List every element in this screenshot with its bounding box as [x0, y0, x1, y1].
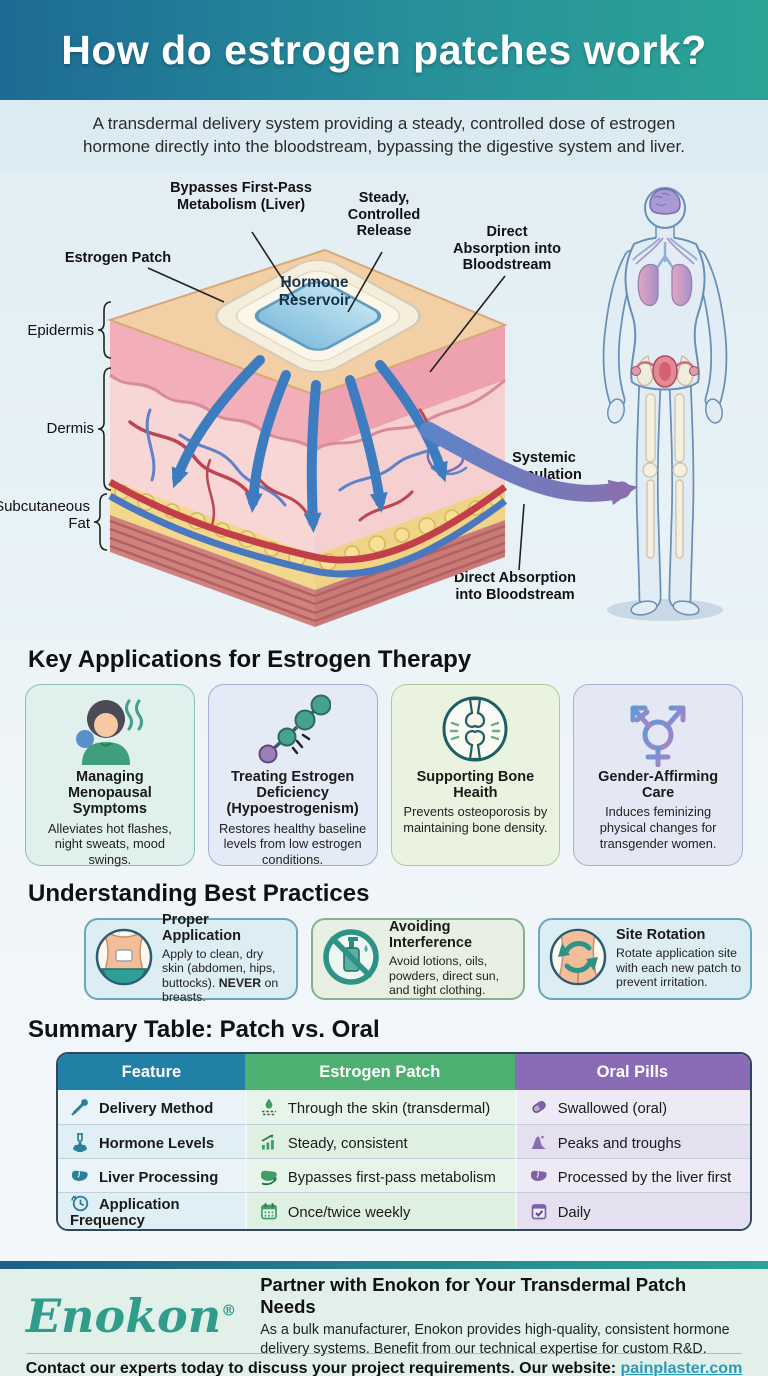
- column-header-patch: Estrogen Patch: [244, 1054, 515, 1090]
- cell-text: Steady, consistent: [287, 1135, 408, 1152]
- cell-text: Once/twice weekly: [287, 1205, 411, 1221]
- application-title: Supporting Bone Heaith: [416, 769, 535, 802]
- table-row: Delivery Method Through the skin (transd…: [58, 1090, 750, 1124]
- menopause-woman-icon: [71, 693, 149, 765]
- intro-text: A transdermal delivery system providing …: [83, 114, 685, 156]
- label-hormone-reservoir: Hormone Reservoir: [278, 274, 351, 309]
- cell-text: Processed by the liver first: [557, 1169, 732, 1186]
- practices-heading: Understanding Best Practices: [28, 880, 370, 907]
- table-row: Application Frequency Once/twice weekly …: [58, 1192, 750, 1229]
- label-subcutaneous-fat: Subcutaneous Fat: [0, 498, 90, 532]
- footer-headline: Partner with Enokon for Your Transdermal…: [260, 1273, 687, 1317]
- rotation-arrows-icon: [548, 927, 608, 992]
- application-body: Restores healthy baseline levels from lo…: [218, 820, 367, 867]
- liver-bypass-icon: [259, 1166, 279, 1186]
- liver-icon: [70, 1166, 90, 1186]
- table-header-row: Feature Estrogen Patch Oral Pills: [58, 1054, 750, 1090]
- applications-row: Managing Menopausal Symptoms Alleviates …: [0, 682, 768, 867]
- summary-table: Feature Estrogen Patch Oral Pills Delive…: [56, 1052, 752, 1231]
- cell-text: Swallowed (oral): [557, 1101, 668, 1117]
- contact-section: Contact our experts today to discuss you…: [0, 1353, 768, 1376]
- liver-oral-icon: [529, 1166, 549, 1186]
- application-title: Gender-Affirming Care: [598, 769, 719, 802]
- flask-icon: [70, 1132, 90, 1152]
- application-body: Induces feminizing physical changes for …: [599, 804, 717, 851]
- molecule-chain-icon: [255, 693, 331, 765]
- application-card-gender: Gender-Affirming Care Induces feminizing…: [573, 684, 743, 866]
- contact-line: Contact our experts today to discuss you…: [0, 1354, 768, 1376]
- applications-heading: Key Applications for Estrogen Therapy: [28, 646, 472, 673]
- cell-text: Hormone Levels: [99, 1135, 215, 1152]
- application-body: Prevents osteoporosis by maintaining bon…: [403, 804, 548, 836]
- application-title: Treating Estrogen Deficiency (Hypoestrog…: [226, 769, 359, 818]
- enokon-logo: Enokon®: [26, 1289, 237, 1343]
- practice-card-rotation: Site Rotation Rotate application site wi…: [538, 918, 752, 1000]
- summary-table-heading: Summary Table: Patch vs. Oral: [28, 1016, 380, 1043]
- table-row: Liver Processing Bypasses first-pass met…: [58, 1158, 750, 1192]
- practice-title: Proper Application: [162, 912, 241, 944]
- application-card-menopause: Managing Menopausal Symptoms Alleviates …: [25, 684, 195, 867]
- bone-joint-icon: [439, 693, 511, 765]
- calendar-icon: [259, 1201, 279, 1221]
- label-estrogen-patch: Estrogen Patch: [64, 250, 172, 266]
- cell-text: Delivery Method: [99, 1101, 214, 1117]
- transgender-icon: [620, 693, 696, 767]
- rising-chart-icon: [259, 1132, 279, 1152]
- cell-text: Application Frequency: [70, 1197, 180, 1229]
- footer-accent-bar: [0, 1261, 768, 1269]
- human-figure-illustration: [602, 187, 728, 621]
- no-lotion-icon: [321, 927, 381, 992]
- practices-row: Proper Application Apply to clean, dry s…: [0, 912, 768, 1004]
- capsule-icon: [529, 1097, 549, 1117]
- practice-body: Apply to clean, dry skin (abdomen, hips,…: [162, 946, 279, 1005]
- cell-text: Through the skin (transdermal): [287, 1101, 491, 1117]
- application-card-bone: Supporting Bone Heaith Prevents osteopor…: [390, 684, 561, 866]
- abdomen-patch-icon: [94, 927, 154, 992]
- registered-mark: ®: [221, 1301, 237, 1320]
- column-header-feature: Feature: [58, 1054, 245, 1090]
- header-banner: How do estrogen patches work?: [0, 0, 768, 100]
- cell-text: Bypasses first-pass metabolism: [287, 1169, 496, 1186]
- peak-curve-icon: [529, 1132, 549, 1152]
- dropper-icon: [70, 1097, 90, 1117]
- clock-icon: [70, 1193, 90, 1213]
- practice-card-interference: Avoiding Interference Avoid lotions, oil…: [311, 918, 525, 1000]
- skin-droplet-icon: [259, 1097, 279, 1117]
- cell-text: Peaks and troughs: [557, 1135, 682, 1152]
- label-dermis: Dermis: [46, 420, 95, 437]
- column-header-oral: Oral Pills: [514, 1054, 750, 1090]
- footer: Enokon® Partner with Enokon for Your Tra…: [0, 1269, 768, 1357]
- application-card-deficiency: Treating Estrogen Deficiency (Hypoestrog…: [207, 684, 378, 867]
- website-link[interactable]: painplaster.com: [620, 1360, 743, 1376]
- footer-divider: [26, 1353, 742, 1354]
- label-steady-release: Steady, Controlled Release: [347, 190, 421, 240]
- table-row: Hormone Levels Steady, consistent Peaks …: [58, 1124, 750, 1158]
- cell-text: Liver Processing: [99, 1169, 219, 1186]
- label-bypasses-first-pass: Bypasses First-Pass Metabolism (Liver): [170, 180, 312, 213]
- application-title: Managing Menopausal Symptoms: [67, 769, 152, 818]
- practice-title: Site Rotation: [616, 927, 706, 944]
- never-emphasis: NEVER: [218, 975, 262, 990]
- practice-body: Rotate application site with each new pa…: [616, 946, 742, 990]
- skin-diagram-section: Bypasses First-Pass Metabolism (Liver) S…: [0, 172, 768, 638]
- label-direct-absorption-top: Direct Absorption into Bloodstream: [453, 224, 561, 274]
- footer-text: Partner with Enokon for Your Transdermal…: [260, 1274, 742, 1358]
- page-title: How do estrogen patches work?: [61, 26, 707, 73]
- cell-text: Daily: [557, 1205, 591, 1221]
- application-body: Alleviates hot flashes, night sweats, mo…: [47, 820, 172, 867]
- practice-title: Avoiding Interference: [389, 919, 473, 952]
- label-direct-absorption-bottom: Direct Absorption into Bloodstream: [454, 570, 576, 603]
- footer-body: As a bulk manufacturer, Enokon provides …: [260, 1321, 730, 1357]
- calendar-check-icon: [529, 1201, 549, 1221]
- practice-card-application: Proper Application Apply to clean, dry s…: [84, 912, 298, 1004]
- intro-section: A transdermal delivery system providing …: [0, 100, 768, 172]
- practice-body: Avoid lotions, oils, powders, direct sun…: [389, 954, 500, 998]
- label-epidermis: Epidermis: [27, 322, 94, 339]
